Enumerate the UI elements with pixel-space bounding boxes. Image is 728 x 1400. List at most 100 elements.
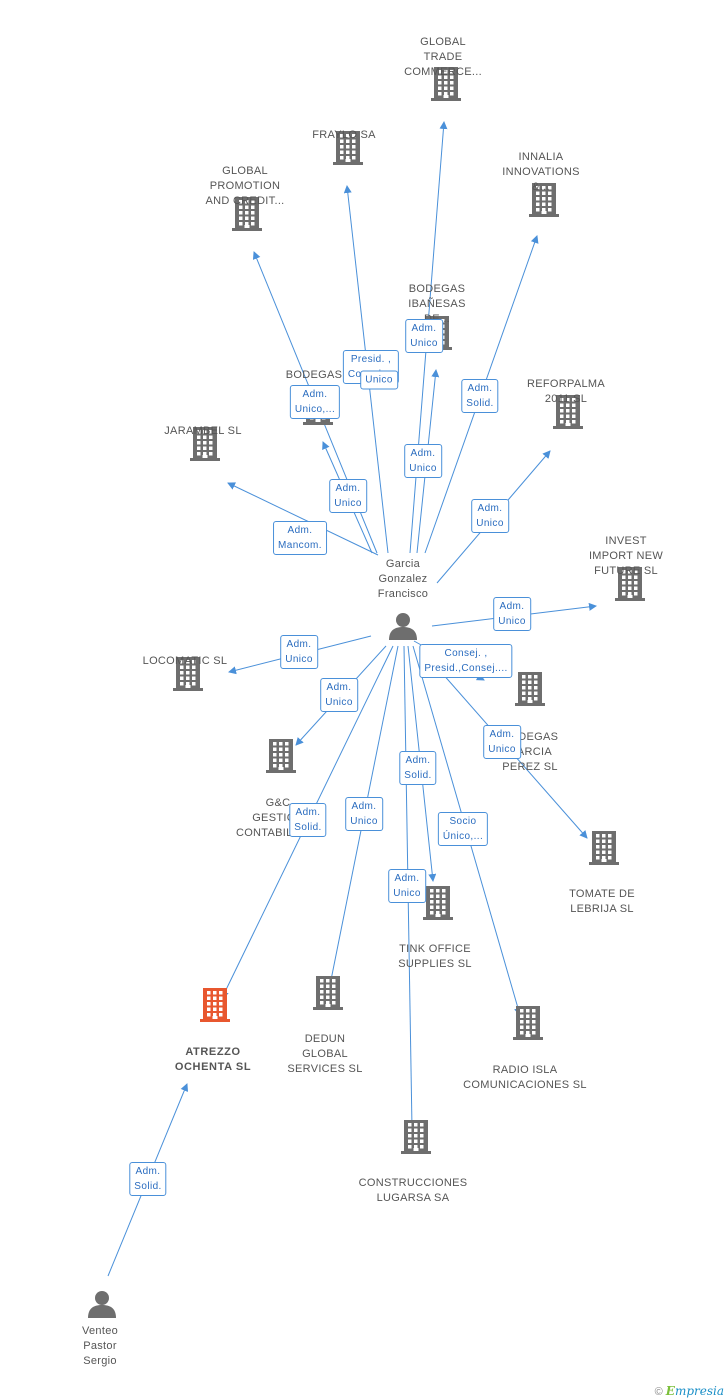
role-label-line: Adm. [287, 525, 313, 536]
role-label-atrezzo[interactable]: Adm.Solid. [289, 803, 327, 837]
role-label-line: Adm. [295, 807, 321, 818]
company-label-invest_import-line-0: INVEST [605, 535, 647, 547]
person-label-venteo-line-2: Sergio [83, 1355, 117, 1367]
company-building-icon[interactable] [173, 657, 203, 696]
role-label-tomate[interactable]: Adm.Unico [483, 725, 521, 759]
company-building-icon[interactable] [333, 131, 363, 170]
role-label-line: Unico [476, 518, 504, 529]
role-label-global_trade[interactable]: Adm.Unico [405, 319, 443, 353]
company-label-fraylo[interactable]: FRAYLO SA [312, 128, 376, 143]
role-label-line: Adm. [499, 601, 525, 612]
role-label-line: Unico [488, 744, 516, 755]
company-building-icon[interactable] [423, 886, 453, 925]
role-label-innalia[interactable]: Adm.Solid. [461, 379, 499, 413]
company-building-icon[interactable] [431, 67, 461, 106]
company-label-tink-line-1: SUPPLIES SL [398, 958, 472, 970]
role-label-line: Adm. [302, 389, 328, 400]
role-label-line: Unico [393, 888, 421, 899]
role-label-line: Adm. [394, 873, 420, 884]
brand-name: mpresia [674, 1384, 724, 1398]
role-label-global_promotion[interactable]: Adm.Unico,... [289, 385, 341, 419]
company-label-bodegas_2[interactable]: BODEGAS [286, 368, 343, 383]
company-label-fraylo-line-0: FRAYLO SA [312, 129, 376, 141]
company-label-locomatic[interactable]: LOCOMATIC SL [143, 654, 228, 669]
person-label-garcia-line-2: Francisco [377, 588, 429, 600]
role-label-atrezzo[interactable]: Adm. Solid. [129, 1162, 167, 1196]
role-label-line: Adm. [335, 483, 361, 494]
person-icon[interactable] [87, 1290, 117, 1323]
edge-garcia-jarambel [227, 482, 379, 556]
role-label-locomatic[interactable]: Adm. Unico [280, 635, 318, 669]
company-label-reforpalma-line-0: REFORPALMA [527, 378, 605, 390]
role-label-bodegas_ibanesas[interactable]: Adm.Unico [404, 444, 442, 478]
company-building-icon[interactable] [553, 395, 583, 434]
role-label-line: Unico [410, 338, 438, 349]
role-label-bodegas_garcia[interactable]: Consej. ,Presid.,Consej.... [419, 644, 513, 678]
company-label-jarambel[interactable]: JARAMBEL SL [164, 424, 241, 439]
role-label-invest_import[interactable]: Adm.Unico [493, 597, 531, 631]
company-building-icon[interactable] [615, 567, 645, 606]
person-label-garcia-line-1: Gonzalez [378, 573, 428, 585]
role-label-line: Unico [409, 463, 437, 474]
role-label-line: Presid.,Consej.... [424, 663, 508, 674]
role-label-dedun[interactable]: Adm. Unico [345, 797, 383, 831]
role-label-line: Unico [285, 654, 313, 665]
company-label-reforpalma-line-1: 2011 SL [544, 393, 588, 405]
role-label-reforpalma[interactable]: Adm. Unico [471, 499, 509, 533]
person-label-venteo-line-0: Venteo [81, 1325, 119, 1337]
brand-logo: Empresia [666, 1384, 724, 1398]
company-label-innalia-line-0: INNALIA [518, 151, 564, 163]
role-label-line: Presid. , [350, 354, 392, 365]
role-label-bodegas_ibanesas[interactable]: Unico [360, 370, 398, 390]
company-label-jarambel-line-0: JARAMBEL SL [164, 425, 242, 437]
company-building-icon[interactable] [515, 672, 545, 711]
role-label-line: Adm. [477, 503, 503, 514]
role-label-tink[interactable]: Adm.Solid. [399, 751, 437, 785]
company-label-dedun-line-0: DEDUN [304, 1033, 346, 1045]
company-building-icon[interactable] [232, 197, 262, 236]
company-building-icon[interactable] [513, 1006, 543, 1045]
role-label-bodegas_2[interactable]: Adm.Unico [329, 479, 367, 513]
role-label-line: Adm. [135, 1166, 161, 1177]
main-company-building-icon[interactable] [200, 988, 230, 1027]
company-building-icon[interactable] [313, 976, 343, 1015]
company-building-icon[interactable] [266, 739, 296, 778]
role-label-line: Adm. [326, 682, 352, 693]
company-label-bodegas_2-line-0: BODEGAS [285, 369, 343, 381]
role-label-jarambel[interactable]: Adm.Mancom. [273, 521, 327, 555]
company-label-radio_isla-line-1: COMUNICACIONES SL [463, 1079, 587, 1091]
company-building-icon[interactable] [529, 183, 559, 222]
company-building-icon[interactable] [589, 831, 619, 870]
role-label-line: Unico [350, 816, 378, 827]
brand-initial: E [665, 1384, 675, 1398]
role-label-line: Adm. [286, 639, 312, 650]
role-label-line: Solid. [466, 398, 494, 409]
company-label-bodegas_ibanesas-line-0: BODEGAS [408, 283, 466, 295]
company-label-invest_import-line-1: IMPORT NEW [588, 550, 664, 562]
role-label-line: Único,... [442, 831, 484, 842]
company-building-icon[interactable] [190, 427, 220, 466]
role-label-line: Solid. [134, 1181, 162, 1192]
role-label-line: Socio [449, 816, 477, 827]
role-label-line: Adm. [405, 755, 431, 766]
role-label-gc_gestion[interactable]: Adm.Unico [320, 678, 358, 712]
company-label-reforpalma[interactable]: REFORPALMA 2011 SL [527, 377, 605, 407]
company-building-icon[interactable] [401, 1120, 431, 1159]
role-label-construcciones[interactable]: Adm. Unico [388, 869, 426, 903]
role-label-line: Adm. [351, 801, 377, 812]
company-label-bodegas_garcia-line-2: PEREZ SL [502, 761, 558, 773]
person-icon[interactable] [388, 612, 418, 645]
